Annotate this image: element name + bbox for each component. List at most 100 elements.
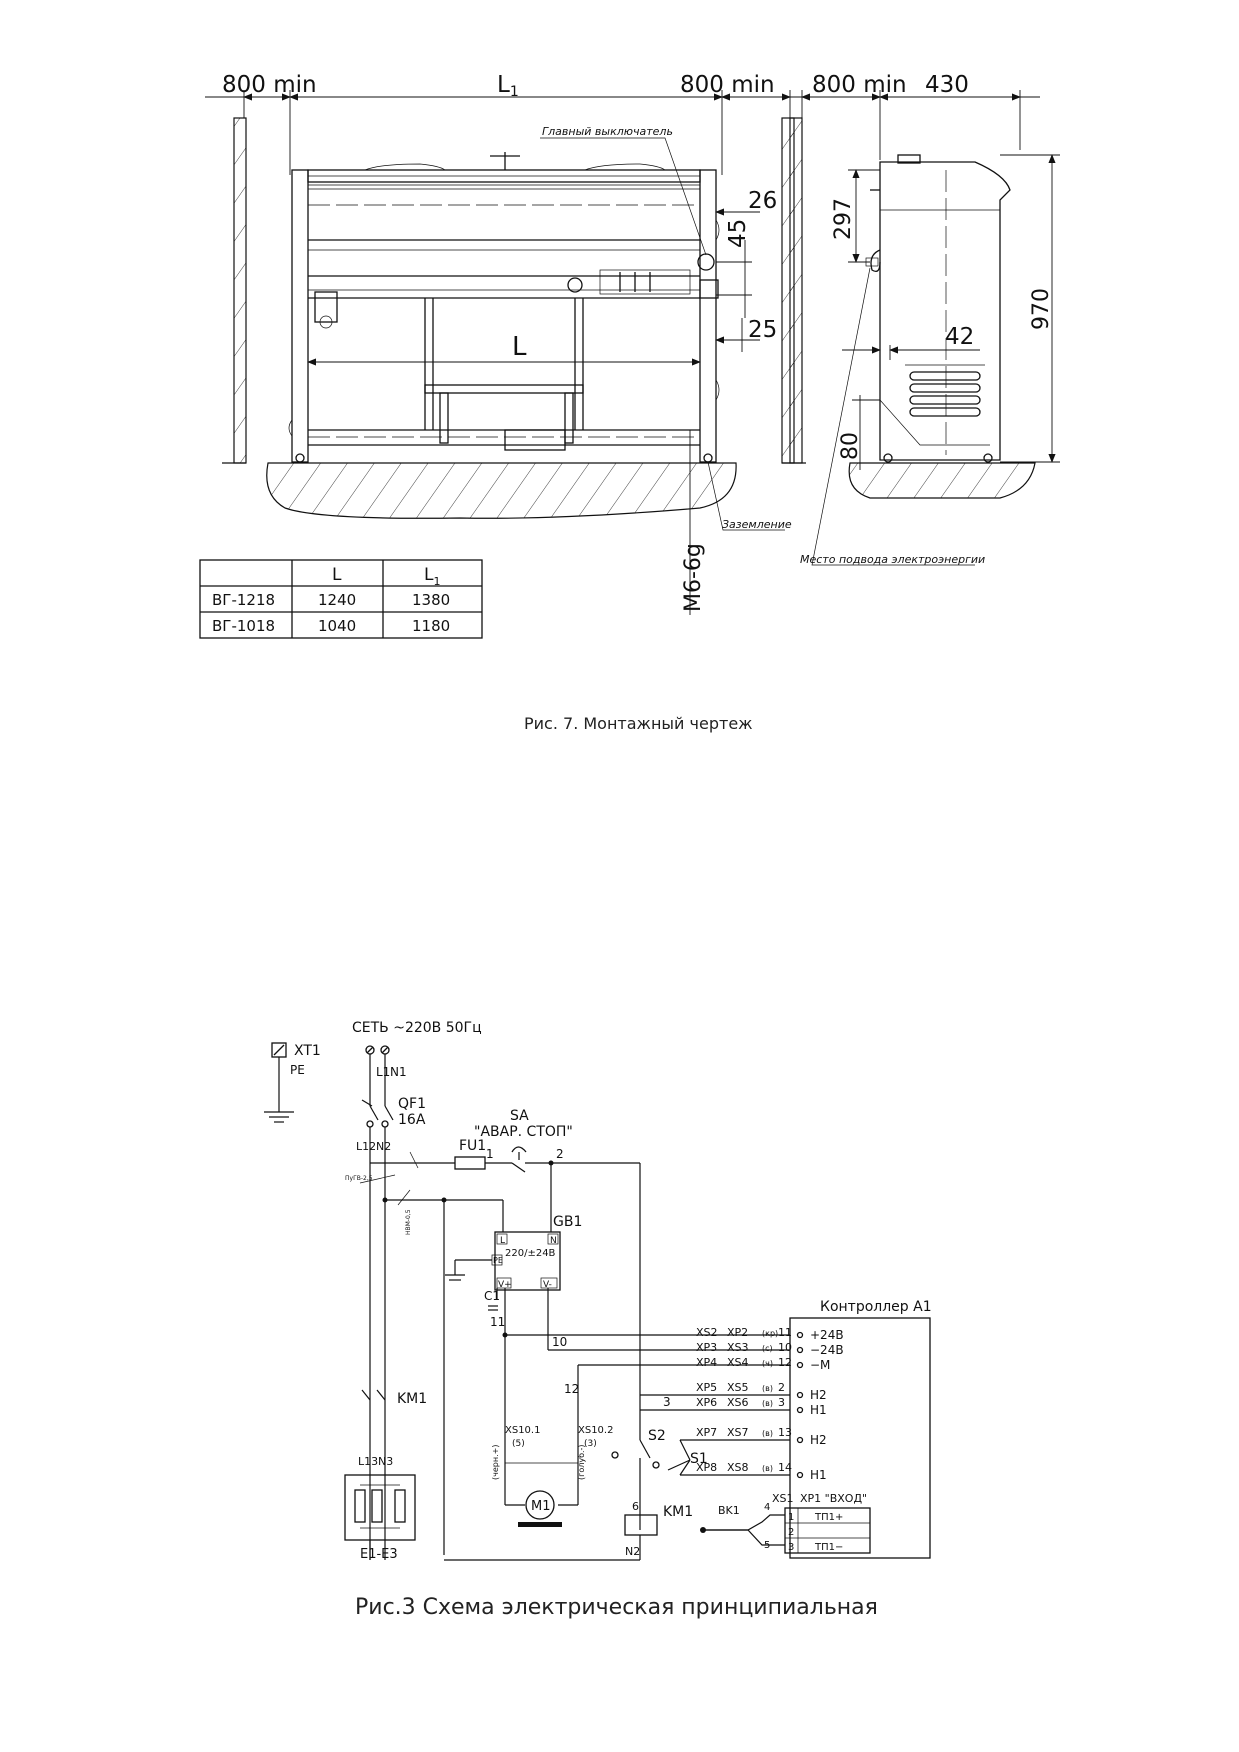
n2-bottom-label: N2: [625, 1545, 640, 1558]
controller-signal: +24В: [810, 1328, 844, 1342]
table-cell: 1180: [412, 617, 450, 635]
gb1-power-supply: [494, 1231, 561, 1291]
dim-left-clearance: 800 min: [222, 72, 317, 98]
m1-label: M1: [531, 1499, 551, 1514]
table-header-l1: L1: [424, 565, 440, 588]
sa-name: "АВАР. СТОП": [474, 1124, 573, 1140]
conn-b: XP2: [727, 1326, 748, 1339]
controller-signal: Н2: [810, 1388, 827, 1402]
floor-side: [848, 462, 1036, 499]
conn-color: (кр): [762, 1329, 778, 1338]
conn-a: XP8: [696, 1461, 717, 1474]
dim-42: 42: [945, 324, 974, 350]
dim-25: 25: [748, 317, 777, 343]
conn-b: XS6: [727, 1396, 749, 1409]
machine-front-view: [288, 152, 720, 463]
dim-side-clearance: 800 min: [812, 72, 907, 98]
controller-label: Контроллер A1: [820, 1299, 932, 1315]
input-name: ТП1+: [814, 1512, 843, 1523]
callout-power-inlet-leader: [811, 267, 975, 566]
xs101-label: XS10.1: [505, 1425, 540, 1436]
gb1-label: GB1: [553, 1214, 582, 1230]
xt1-label: XT1: [294, 1043, 321, 1059]
figure-7-caption: Рис. 7. Монтажный чертеж: [524, 714, 753, 733]
dim-l1: L1: [497, 72, 519, 100]
xs102-label: XS10.2: [578, 1425, 613, 1436]
l13-label: L13: [358, 1455, 378, 1468]
conn-color: (с): [762, 1344, 773, 1353]
conn-pin: 2: [778, 1381, 785, 1394]
km1-coil-icon: [624, 1514, 658, 1536]
table-cell: ВГ-1218: [212, 591, 275, 609]
table-cell: 1040: [318, 617, 356, 635]
n1-label: N1: [390, 1065, 407, 1079]
conn-color: (в): [762, 1399, 773, 1408]
bk1-label: BK1: [718, 1504, 740, 1517]
km1-contact-label: KM1: [397, 1391, 427, 1407]
mains-label: СЕТЬ ~220В 50Гц: [352, 1020, 482, 1036]
conn-color: (в): [762, 1384, 773, 1393]
l1-label: L1: [376, 1065, 390, 1079]
fu1-label: FU1: [459, 1138, 486, 1154]
s1-label: S1: [690, 1451, 708, 1467]
node-12: 12: [564, 1382, 579, 1396]
s2-label: S2: [648, 1428, 666, 1444]
dim-80: 80: [838, 432, 863, 460]
node-4: 4: [764, 1502, 770, 1513]
km1-coil-label: KM1: [663, 1504, 693, 1520]
gb1-voltage: 220/±24В: [505, 1248, 556, 1259]
conn-pin: 14: [778, 1461, 792, 1474]
gb1-pe: PE: [493, 1256, 503, 1265]
conn-a: XP3: [696, 1341, 717, 1354]
electrical-schematic: СЕТЬ ~220В 50Гц XT1 PE L1 N1 QF1 16A L12…: [264, 1020, 932, 1620]
node-11: 11: [490, 1315, 505, 1329]
controller-signal: −М: [810, 1358, 830, 1372]
callout-main-switch: Главный выключатель: [542, 125, 673, 138]
controller-signal: −24В: [810, 1343, 844, 1357]
qf1-rating: 16A: [398, 1112, 426, 1128]
machine-side-view: [865, 154, 1011, 463]
n2-label: N2: [376, 1140, 391, 1153]
table-cell: 1240: [318, 591, 356, 609]
heater-block: [344, 1474, 416, 1541]
pugv-label: ПуГВ-2,5: [345, 1175, 373, 1182]
blue-wire-label: (голуб.-): [577, 1444, 586, 1480]
s2-switch-icon: [639, 1439, 651, 1459]
connector-markers: XS2 XP2 (кр) 11 XP3 XS3 (с) 10 XP4 XS4 (…: [696, 1326, 792, 1474]
dim-45: 45: [725, 219, 751, 248]
dim-970: 970: [1029, 288, 1054, 330]
xp1-label: XP1 "ВХОД": [800, 1492, 867, 1505]
pe-label: PE: [290, 1063, 305, 1077]
controller-signal: Н1: [810, 1403, 827, 1417]
conn-a: XP5: [696, 1381, 717, 1394]
fu1-fuse-icon: [454, 1156, 486, 1170]
conn-pin: 10: [778, 1341, 792, 1354]
conn-pin: 3: [778, 1396, 785, 1409]
conn-a: XP7: [696, 1426, 717, 1439]
dim-side-depth: 430: [925, 72, 969, 98]
dimension-table: L L1 ВГ-1218 1240 1380 ВГ-1018 1040 1180: [199, 559, 483, 639]
dim-inner-length: L: [512, 332, 527, 362]
nvm-label: НВМ-0,5: [405, 1209, 412, 1235]
conn-b: XS4: [727, 1356, 749, 1369]
side-wall: [789, 117, 803, 464]
conn-color: (в): [762, 1429, 773, 1438]
figure-3-caption: Рис.3 Схема электрическая принципиальная: [355, 1595, 878, 1620]
floor-front: [266, 462, 737, 519]
gb1-vplus: V+: [498, 1280, 512, 1290]
qf1-label: QF1: [398, 1096, 426, 1112]
conn-pin: 12: [778, 1356, 792, 1369]
conn-b: XS3: [727, 1341, 749, 1354]
node-2: 2: [556, 1147, 564, 1161]
input-block: [784, 1507, 871, 1554]
motor-m1-icon: [525, 1490, 555, 1520]
node-3: 3: [663, 1395, 671, 1409]
c1-label: C1: [484, 1289, 500, 1303]
conn-a: XP4: [696, 1356, 717, 1369]
conn-color: (в): [762, 1464, 773, 1473]
black-wire-label: (черн.+): [491, 1445, 500, 1480]
dim-thread: M6-6g: [681, 543, 706, 612]
emergency-stop-icon: [511, 1146, 527, 1153]
callout-grounding: Заземление: [722, 518, 792, 531]
table-cell: 1380: [412, 591, 450, 609]
